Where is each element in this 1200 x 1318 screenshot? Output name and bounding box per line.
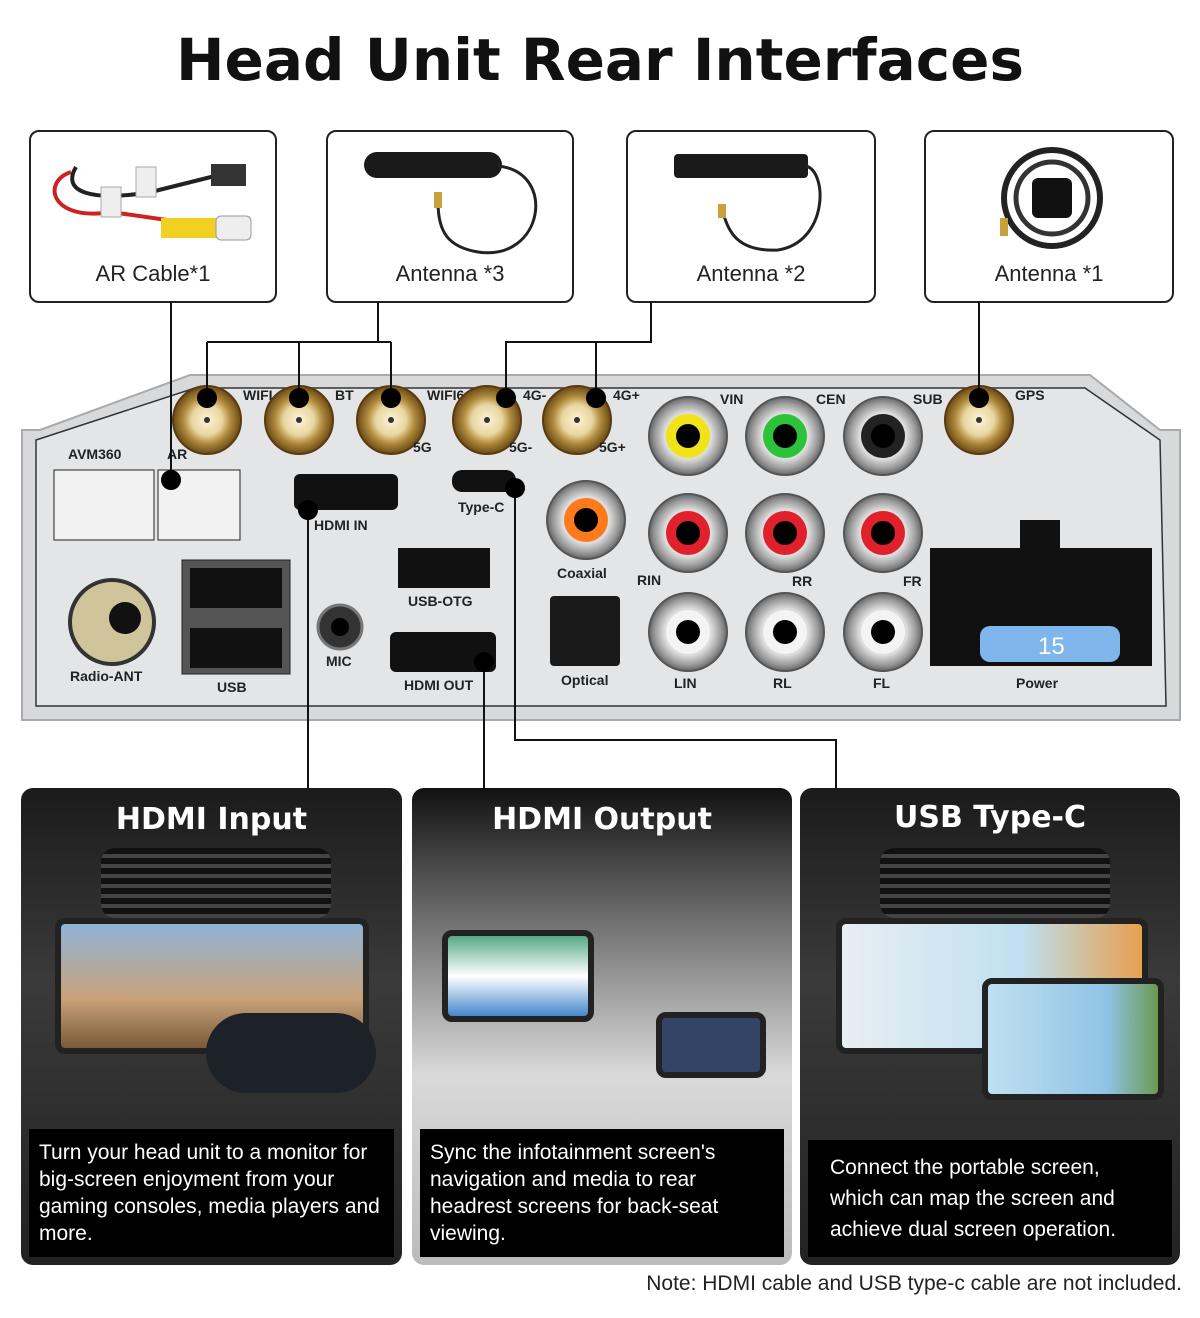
fuse-rating: 15 (1038, 633, 1065, 660)
optical-port (550, 596, 620, 666)
card-title: HDMI Input (115, 802, 308, 837)
label-optical: Optical (561, 672, 608, 688)
label-vin: VIN (720, 391, 743, 407)
vent-image (880, 848, 1110, 918)
hdmi-in-port (294, 474, 398, 510)
accessory-antenna-1: Antenna *1 (924, 130, 1174, 303)
accessory-label: Antenna *1 (994, 261, 1104, 286)
rca-port-rl: RL (745, 592, 825, 691)
footnote: Note: HDMI cable and USB type-c cable ar… (646, 1272, 1182, 1295)
label-usb: USB (217, 679, 247, 695)
label-hdmi-out: HDMI OUT (404, 677, 474, 693)
antenna-label-top: 4G- (523, 387, 547, 403)
card-usb-type-c: USB Type-C Connect the portable screen, … (800, 788, 1180, 1265)
antenna-label-bottom: 5G+ (599, 439, 626, 455)
rca-port-rr: RR (745, 493, 825, 589)
avm360-port (53, 469, 155, 541)
label-fl: FL (873, 675, 891, 691)
label-ar: AR (167, 446, 187, 462)
label-mic: MIC (326, 653, 352, 669)
rca-port-rin: RIN (637, 493, 728, 588)
antenna-label-top: WIFI6 (427, 387, 465, 403)
card-caption: Connect the portable screen, which can m… (808, 1140, 1172, 1257)
gamepad-image (206, 1013, 376, 1093)
ar-cable-image (52, 164, 252, 241)
card-hdmi-input: HDMI Input Turn your head unit to a moni… (21, 788, 402, 1265)
gps-antenna-image (1000, 147, 1103, 249)
accessory-label: Antenna *3 (395, 261, 505, 286)
rca-port-lin: LIN (648, 592, 728, 691)
label-coaxial: Coaxial (557, 565, 607, 581)
headrest-screen-image (442, 930, 594, 1022)
antenna-label-top: 4G+ (613, 387, 640, 403)
antenna-label-bottom: 5G- (509, 439, 533, 455)
rca-port-cen: CEN (745, 391, 846, 476)
accessory-label: AR Cable*1 (95, 261, 211, 286)
rca-ports: VIN CEN SUB Coaxial RIN RR FR LIN RL FL (546, 391, 943, 691)
antenna-image (674, 154, 822, 252)
label-lin: LIN (674, 675, 697, 691)
hdmi-out-port (390, 632, 496, 672)
label-rl: RL (773, 675, 792, 691)
rca-port-fr: FR (843, 493, 923, 589)
label-radio-ant: Radio-ANT (70, 668, 143, 684)
type-c-port (452, 470, 516, 492)
label-fr: FR (903, 573, 922, 589)
antenna-label-bottom: 5G (413, 439, 432, 455)
accessory-ar-cable: AR Cable*1 (29, 130, 277, 303)
antenna-label-top: WIFI (243, 387, 273, 403)
label-sub: SUB (913, 391, 943, 407)
label-rin: RIN (637, 572, 661, 588)
callout-dots (161, 388, 989, 672)
label-cen: CEN (816, 391, 846, 407)
rca-port-fl: FL (843, 592, 923, 691)
label-usb-otg: USB-OTG (408, 593, 473, 609)
rear-panel-diagram: WIFI BT WIFI6 5G 4G- 5G- 4G+ 5G+ GPS AVM360 AR H… (21, 302, 1181, 788)
card-caption: Turn your head unit to a monitor for big… (29, 1129, 394, 1257)
card-caption: Sync the infotainment screen's navigatio… (420, 1129, 784, 1257)
rca-port-sub: SUB (843, 391, 943, 476)
rca-port-vin: VIN (648, 391, 743, 476)
label-type-c: Type-C (458, 499, 504, 515)
antenna-port: WIFI (172, 385, 273, 455)
rca-port-coaxial: Coaxial (546, 480, 626, 581)
antenna-label-top: BT (335, 387, 354, 403)
antenna-port: GPS (944, 385, 1045, 455)
antenna-image (364, 152, 538, 255)
portable-screen-image (982, 978, 1164, 1100)
label-power: Power (1016, 675, 1059, 691)
label-hdmi-in: HDMI IN (314, 517, 368, 533)
usb-otg-port (398, 548, 490, 588)
accessory-label: Antenna *2 (696, 261, 806, 286)
card-hdmi-output: HDMI Output Sync the infotainment screen… (412, 788, 792, 1265)
connector-lines (170, 302, 980, 788)
accessory-antenna-2: Antenna *2 (626, 130, 876, 303)
label-rr: RR (792, 573, 812, 589)
infotainment-screen-image (656, 1012, 766, 1078)
label-avm360: AVM360 (68, 446, 122, 462)
card-title: USB Type-C (893, 800, 1087, 835)
antenna-label-top: GPS (1015, 387, 1045, 403)
vent-image (101, 848, 331, 918)
page-title: Head Unit Rear Interfaces (176, 26, 1024, 94)
fuse (980, 626, 1120, 662)
card-title: HDMI Output (492, 802, 712, 837)
accessory-antenna-3: Antenna *3 (326, 130, 574, 303)
